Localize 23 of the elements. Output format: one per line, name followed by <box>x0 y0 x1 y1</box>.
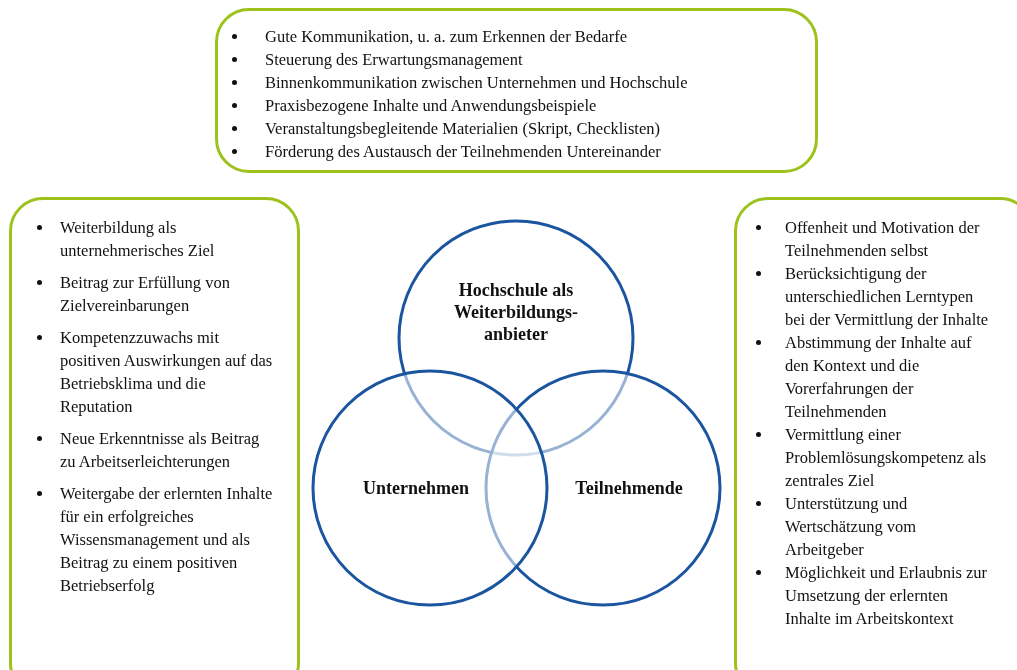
circle-label: Hochschule als Weiterbildungs-anbieter <box>453 279 579 345</box>
list-item: Abstimmung der Inhalte auf den Kontext und die Vorerfahrungen der Teilnehmenden <box>785 332 973 423</box>
list-item: Binnenkommunikation zwischen Unternehmen und Hochschule <box>265 72 689 94</box>
list-item: Offenheit und Motivation der Teilnehmenden selbst <box>785 217 981 262</box>
list-item: Gute Kommunikation, u. a. zum Erkennen der Bedarfe <box>265 26 628 48</box>
list-item: Veranstaltungsbegleitende Materialien (Skript, Checklisten) <box>265 118 661 140</box>
circle-label: Unternehmen <box>362 477 470 499</box>
list-item: Förderung des Austausch der Teilnehmenden Untereinander <box>265 141 662 163</box>
list-item: Weiterbildung als unternehmerisches Ziel <box>60 217 216 262</box>
rounded-box <box>9 197 300 670</box>
list-item: Möglichkeit und Erlaubnis zur Umsetzung der erlernten Inhalte im Arbeitskontext <box>785 562 989 630</box>
list-item: Praxisbezogene Inhalte und Anwendungsbeispiele <box>265 95 598 117</box>
rounded-box <box>734 197 1017 670</box>
list-item: Unterstützung und Wertschätzung vom Arbeitgeber <box>785 493 918 561</box>
list-item: Weitergabe der erlernten Inhalte für ein erfolgreiches Wissensmanagement und als Beitrag zu einem positiven Betriebserfolg <box>60 483 274 597</box>
list-item: Beitrag zur Erfüllung von Zielvereinbarungen <box>60 272 231 317</box>
list-item: Berücksichtigung der unterschiedlichen Lerntypen bei der Vermittlung der Inhalte <box>785 263 990 331</box>
list-item: Steuerung des Erwartungsmanagement <box>265 49 524 71</box>
list-item: Kompetenzzuwachs mit positiven Auswirkungen auf das Betriebsklima und die Reputation <box>60 327 274 418</box>
list-item: Neue Erkenntnisse als Beitrag zu Arbeitserleichterungen <box>60 428 261 473</box>
circle-label: Teilnehmende <box>574 477 684 499</box>
rounded-box <box>215 8 818 173</box>
list-item: Vermittlung einer Problemlösungskompetenz als zentrales Ziel <box>785 424 988 492</box>
